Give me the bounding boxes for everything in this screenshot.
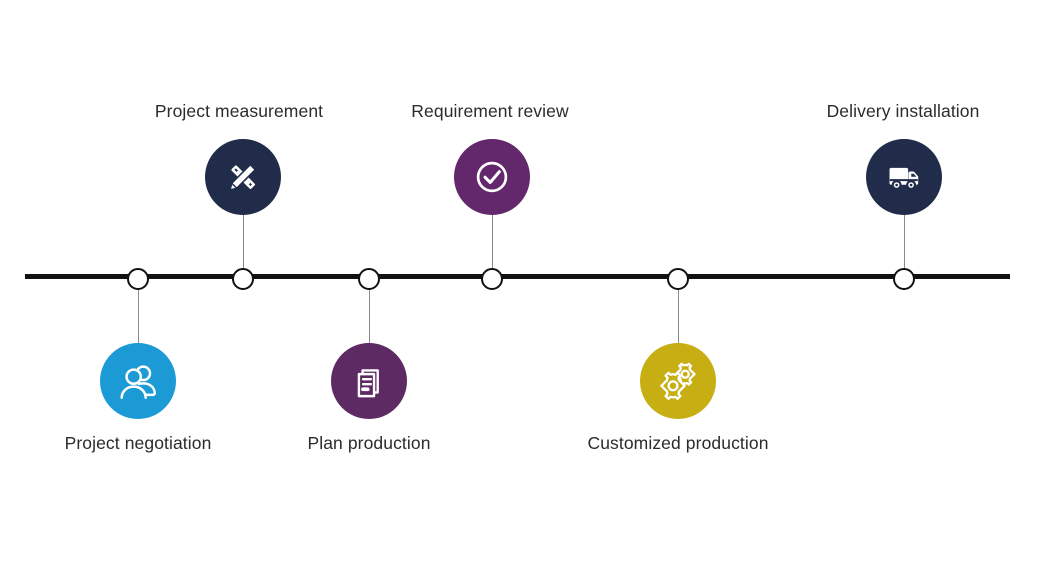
step-icon-project-measurement[interactable] bbox=[205, 139, 281, 215]
timeline-node-plan-production[interactable] bbox=[358, 268, 380, 290]
stem-delivery-installation bbox=[904, 215, 905, 279]
stem-plan-production bbox=[369, 279, 370, 345]
delivery-truck-icon bbox=[881, 154, 927, 200]
timeline-node-delivery-installation[interactable] bbox=[893, 268, 915, 290]
timeline-node-requirement-review[interactable] bbox=[481, 268, 503, 290]
people-icon bbox=[115, 358, 161, 404]
step-label-project-negotiation: Project negotiation bbox=[64, 433, 212, 453]
stem-requirement-review bbox=[492, 215, 493, 279]
step-label-requirement-review: Requirement review bbox=[411, 101, 569, 121]
step-icon-customized-production[interactable] bbox=[640, 343, 716, 419]
pencil-ruler-icon bbox=[220, 154, 266, 200]
stem-project-measurement bbox=[243, 215, 244, 279]
step-icon-requirement-review[interactable] bbox=[454, 139, 530, 215]
step-label-delivery-installation: Delivery installation bbox=[826, 101, 980, 121]
step-label-project-measurement: Project measurement bbox=[154, 101, 324, 121]
step-icon-delivery-installation[interactable] bbox=[866, 139, 942, 215]
timeline-node-customized-production[interactable] bbox=[667, 268, 689, 290]
stem-customized-production bbox=[678, 279, 679, 345]
documents-icon bbox=[347, 359, 391, 403]
timeline-node-project-measurement[interactable] bbox=[232, 268, 254, 290]
step-icon-plan-production[interactable] bbox=[331, 343, 407, 419]
timeline-node-project-negotiation[interactable] bbox=[127, 268, 149, 290]
step-label-customized-production: Customized production bbox=[587, 433, 769, 453]
check-circle-icon bbox=[469, 154, 515, 200]
gears-icon bbox=[654, 357, 702, 405]
timeline-axis bbox=[25, 274, 1010, 279]
step-icon-project-negotiation[interactable] bbox=[100, 343, 176, 419]
stem-project-negotiation bbox=[138, 279, 139, 345]
step-label-plan-production: Plan production bbox=[307, 433, 431, 453]
